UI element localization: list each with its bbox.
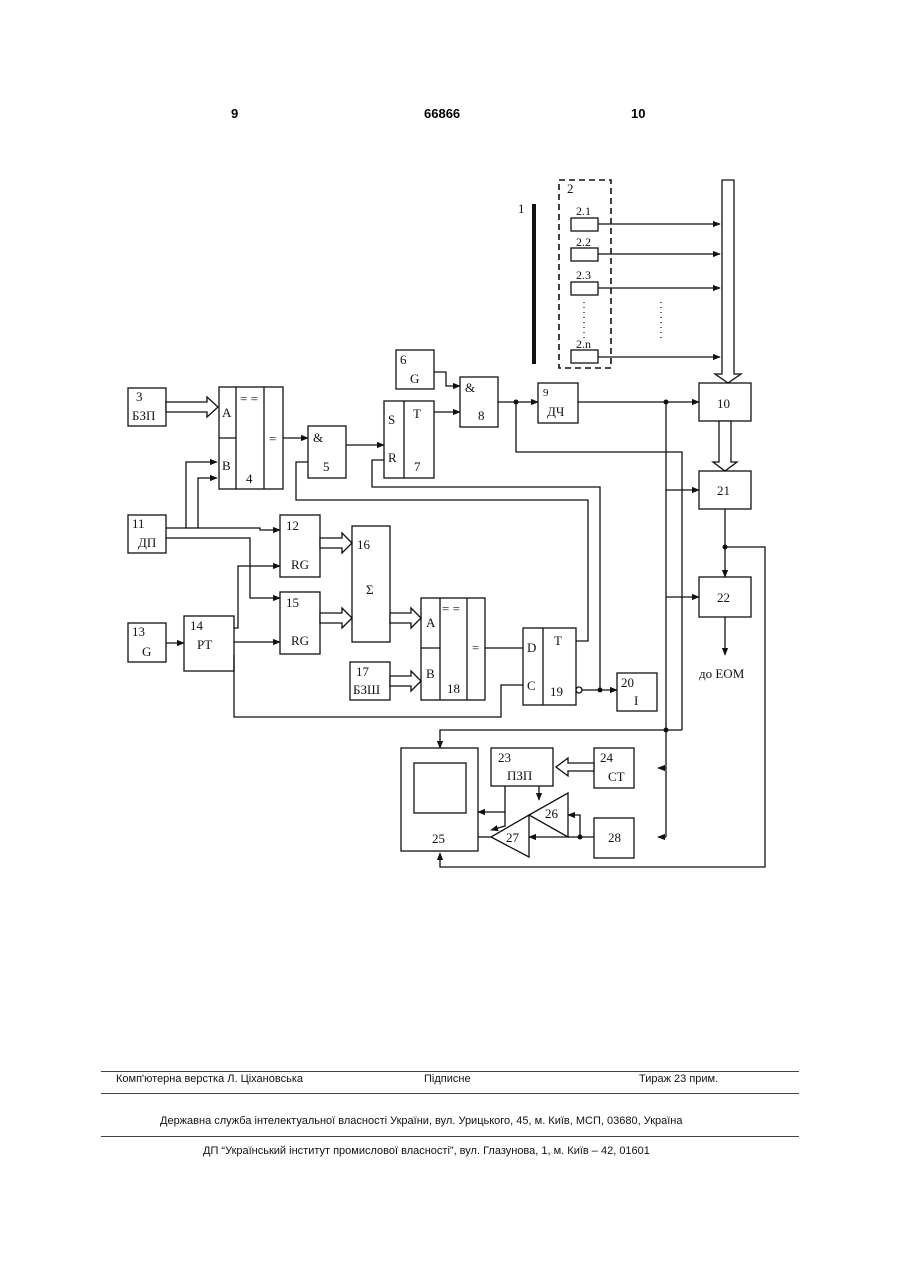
label-18-a: A — [426, 615, 436, 630]
label-10: 10 — [717, 396, 730, 411]
label-22: 22 — [717, 590, 730, 605]
label-7-t: T — [413, 406, 421, 421]
label-2-n: 2.n — [576, 337, 591, 351]
footer-circulation: Тираж 23 прим. — [639, 1073, 718, 1085]
label-18-num: 18 — [447, 681, 460, 696]
label-4-eq: = — [269, 431, 276, 446]
label-24-num: 24 — [600, 750, 614, 765]
label-7-num: 7 — [414, 459, 421, 474]
label-27: 27 — [506, 830, 520, 845]
label-19-d: D — [527, 640, 536, 655]
label-19-num: 19 — [550, 684, 563, 699]
sensor-2-n — [571, 350, 598, 363]
label-25: 25 — [432, 831, 445, 846]
display-screen — [414, 763, 466, 813]
label-4-eqeq: = = — [240, 391, 258, 406]
label-19-t: T — [554, 633, 562, 648]
label-8-amp: & — [465, 380, 475, 395]
label-2-1: 2.1 — [576, 204, 591, 218]
label-14-num: 14 — [190, 618, 204, 633]
label-20-num: 20 — [621, 675, 634, 690]
label-2-3: 2.3 — [576, 268, 591, 282]
label-6-num: 6 — [400, 352, 407, 367]
label-23: ПЗП — [507, 768, 532, 783]
label-4-num: 4 — [246, 471, 253, 486]
label-16: Σ — [366, 582, 374, 597]
label-11: ДП — [138, 535, 156, 550]
label-15: RG — [291, 633, 309, 648]
label-28: 28 — [608, 830, 621, 845]
label-17-num: 17 — [356, 664, 370, 679]
label-26: 26 — [545, 806, 559, 821]
label-output: до ЕОМ — [699, 666, 745, 681]
label-16-num: 16 — [357, 537, 371, 552]
label-18-b: B — [426, 666, 435, 681]
label-9: ДЧ — [547, 404, 565, 419]
label-5-num: 5 — [323, 459, 330, 474]
label-23-num: 23 — [498, 750, 511, 765]
label-21: 21 — [717, 483, 730, 498]
footer-agency: Державна служба інтелектуальної власност… — [160, 1115, 683, 1127]
label-3: БЗП — [132, 408, 155, 423]
label-4-a: A — [222, 405, 232, 420]
label-19-c: C — [527, 678, 536, 693]
sensor-2-2 — [571, 248, 598, 261]
label-7-s: S — [388, 412, 395, 427]
label-6: G — [410, 371, 419, 386]
label-17: БЗШ — [353, 682, 380, 697]
label-1: 1 — [518, 201, 525, 216]
label-11-num: 11 — [132, 516, 145, 531]
footer-institute: ДП “Український інститут промислової вла… — [203, 1145, 650, 1157]
label-2-2: 2.2 — [576, 235, 591, 249]
label-24: CT — [608, 769, 625, 784]
label-13: G — [142, 644, 151, 659]
footer-signed: Підписне — [424, 1073, 471, 1085]
label-12-num: 12 — [286, 518, 299, 533]
footer-layout-credit: Комп'ютерна верстка Л. Ціхановська — [116, 1073, 303, 1085]
footer-rule-middle — [101, 1093, 799, 1094]
label-3-num: 3 — [136, 389, 143, 404]
label-2: 2 — [567, 181, 574, 196]
sensor-2-3 — [571, 282, 598, 295]
label-13-num: 13 — [132, 624, 145, 639]
sensor-2-1 — [571, 218, 598, 231]
label-18-eq: = — [472, 640, 479, 655]
footer-rule-top — [101, 1071, 799, 1072]
label-9-num: 9 — [543, 387, 549, 399]
label-5-amp: & — [313, 430, 323, 445]
label-20: I — [634, 693, 638, 708]
label-14: PT — [197, 637, 212, 652]
label-12: RG — [291, 557, 309, 572]
footer-rule-bottom — [101, 1136, 799, 1137]
label-8-num: 8 — [478, 408, 485, 423]
label-7-r: R — [388, 450, 397, 465]
label-4-b: B — [222, 458, 231, 473]
label-15-num: 15 — [286, 595, 299, 610]
label-18-eqeq: = = — [442, 601, 460, 616]
